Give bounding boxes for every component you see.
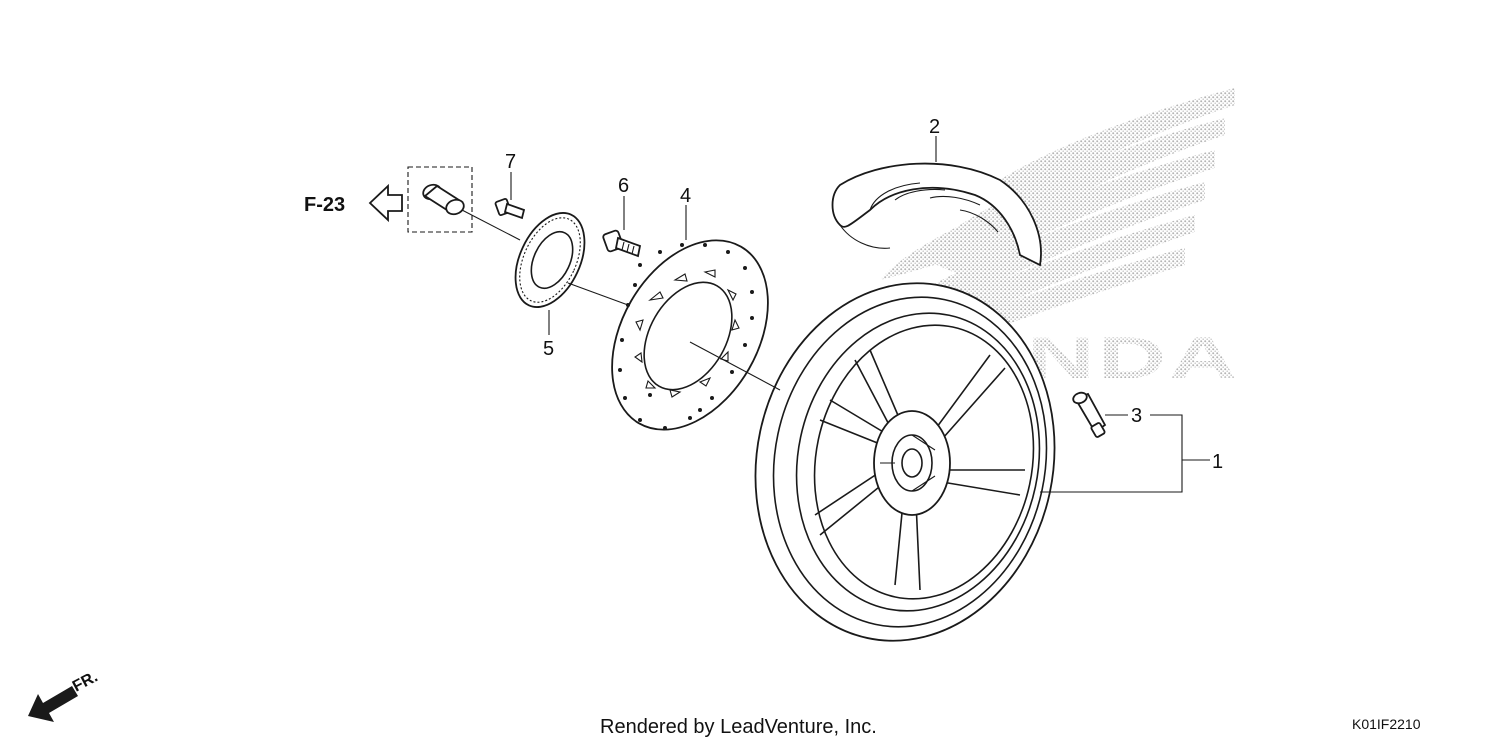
- part-5-pulser-ring: [514, 212, 586, 308]
- reference-label: F-23: [304, 194, 345, 216]
- disc-slots: [634, 269, 740, 398]
- part-7-bolt: [494, 198, 526, 220]
- front-direction-arrow-icon: [28, 686, 78, 722]
- callout-4: 4: [680, 185, 691, 207]
- callout-2: 2: [929, 116, 940, 138]
- callout-6: 6: [618, 175, 629, 197]
- part-1-rear-wheel: [754, 282, 1056, 642]
- part-6-bolt: [602, 229, 642, 258]
- callout-1: 1: [1212, 451, 1223, 473]
- wing-logo-icon: [880, 88, 1235, 350]
- reference-arrow-icon: [368, 183, 403, 223]
- diagram-code: K01IF2210: [1352, 716, 1421, 732]
- rendered-by-text: Rendered by LeadVenture, Inc.: [600, 716, 877, 738]
- assembly-axis-lines: [461, 209, 781, 391]
- disc-holes: [618, 243, 754, 430]
- callout-3: 3: [1131, 405, 1142, 427]
- callout-5: 5: [543, 338, 554, 360]
- part-3-valve: [1072, 391, 1107, 438]
- leader-lines: [510, 136, 1210, 493]
- reference-collar-box: [407, 166, 473, 233]
- callout-7: 7: [505, 151, 516, 173]
- part-4-brake-disc: [611, 239, 769, 431]
- part-2-rim-tape: [831, 162, 1042, 267]
